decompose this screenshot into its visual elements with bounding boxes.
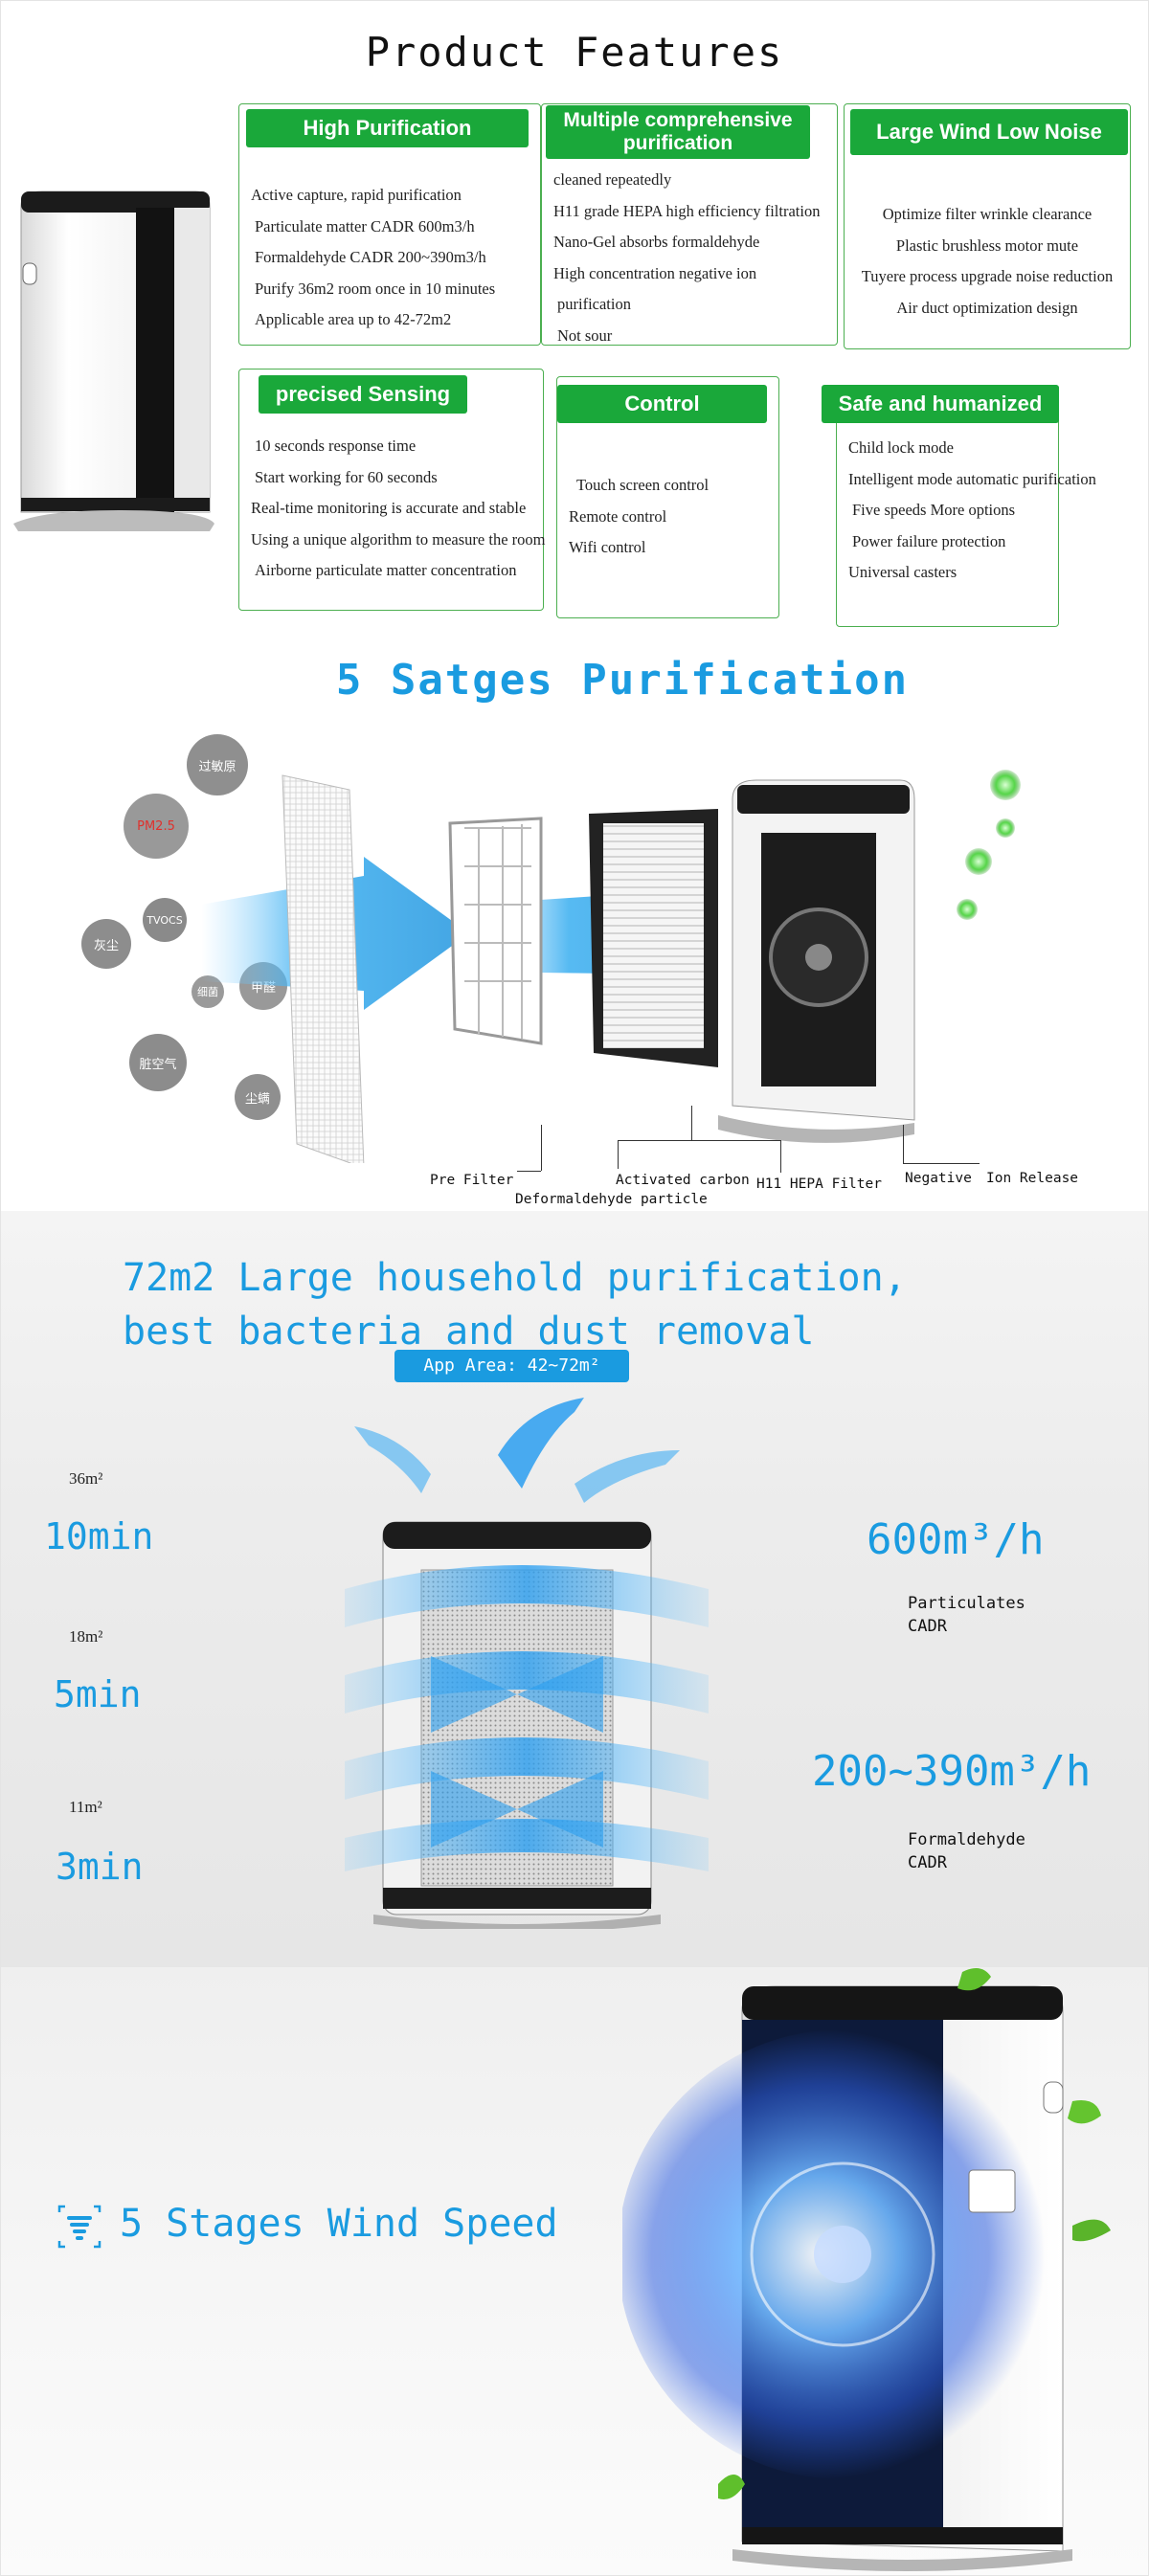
household-purification-section: 72m2 Large household purification, best …	[0, 1211, 1149, 1967]
feature-list-control: Touch screen control Remote control Wifi…	[569, 470, 709, 564]
purify-time: 3min	[56, 1846, 144, 1888]
pollutant-bubble: 过敏原	[187, 734, 248, 795]
label-hepa-filter: H11 HEPA Filter	[756, 1176, 882, 1192]
list-item: Nano-Gel absorbs formaldehyde	[553, 233, 760, 251]
list-item: Real-time monitoring is accurate and sta…	[251, 499, 527, 517]
list-item: Using a unique algorithm to measure the …	[251, 529, 546, 549]
wind-speed-section: 5 Stages Wind Speed	[0, 1967, 1149, 2576]
pollutant-bubble: 灰尘	[81, 919, 131, 969]
fan-icon	[622, 1968, 1111, 2571]
list-item: H11 grade HEPA high efficiency filtratio…	[553, 201, 821, 220]
list-item: Not sour	[557, 325, 613, 345]
room-size: 18m²	[69, 1627, 103, 1646]
pollutant-bubble: PM2.5	[124, 794, 189, 859]
purify-time: 10min	[44, 1515, 154, 1557]
feature-box-safe-humanized	[836, 385, 1059, 627]
purify-time: 5min	[54, 1673, 142, 1715]
cadr-particulates-label: Particulates CADR	[908, 1592, 1025, 1638]
headline-line-1: 72m2 Large household purification,	[123, 1256, 907, 1300]
app-area-badge: App Area: 42~72m²	[394, 1350, 629, 1382]
feature-heading-safe-humanized: Safe and humanized	[822, 385, 1059, 423]
cadr-label-line: Particulates	[908, 1594, 1025, 1613]
cadr-label-line: Formaldehyde	[908, 1830, 1025, 1849]
cadr-label-line: CADR	[908, 1853, 947, 1872]
list-item: cleaned repeatedly	[553, 170, 672, 189]
leader-line	[780, 1140, 781, 1173]
list-item: Universal casters	[848, 563, 958, 581]
leader-line	[618, 1140, 780, 1141]
list-item: Plastic brushless motor mute	[895, 235, 1079, 255]
feature-heading-large-wind: Large Wind Low Noise	[850, 109, 1128, 155]
feature-list-multiple-purification: cleaned repeatedly H11 grade HEPA high e…	[553, 165, 820, 351]
feature-list-safe-humanized: Child lock mode Intelligent mode automat…	[848, 433, 1096, 589]
wind-speed-icon	[57, 2205, 101, 2249]
stages-title: 5 Satges Purification	[335, 656, 910, 705]
feature-list-precised-sensing: 10 seconds response time Start working f…	[251, 431, 545, 587]
feature-heading-precised-sensing: precised Sensing	[259, 375, 467, 414]
features-title: Product Features	[365, 29, 784, 76]
label-deformaldehyde: Deformaldehyde particle	[515, 1192, 708, 1207]
leader-line	[517, 1171, 541, 1172]
leader-line	[541, 1125, 542, 1171]
room-size: 36m²	[69, 1469, 103, 1488]
leader-line	[903, 1125, 904, 1163]
cadr-formaldehyde: 200~390m³/h	[812, 1747, 1092, 1796]
wind-speed-title: 5 Stages Wind Speed	[120, 2202, 558, 2246]
air-purifier-icon	[13, 190, 214, 531]
purification-stages-section: 5 Satges Purification 过敏原 PM2.5 TVOCS 灰尘…	[0, 627, 1149, 1211]
list-item: Active capture, rapid purification	[251, 186, 462, 204]
list-item: Particulate matter CADR 600m3/h	[255, 216, 475, 235]
filter-icon	[201, 770, 1021, 1163]
list-item: purification	[557, 295, 631, 313]
list-item: Airborne particulate matter concentratio…	[255, 561, 517, 579]
list-item: Remote control	[569, 506, 667, 526]
product-features-section: Product Features High Purification Activ…	[0, 0, 1149, 627]
leader-line	[618, 1140, 619, 1169]
list-item: Applicable area up to 42-72m2	[255, 310, 452, 328]
leader-line	[691, 1106, 692, 1140]
list-item: High concentration negative ion	[553, 263, 757, 282]
list-item: Five speeds More options	[852, 501, 1016, 519]
feature-heading-control: Control	[557, 385, 767, 423]
feature-list-high-purification: Active capture, rapid purification Parti…	[251, 180, 495, 336]
pollutant-bubble: 脏空气	[129, 1034, 187, 1091]
feature-list-large-wind: Optimize filter wrinkle clearance Plasti…	[848, 199, 1126, 324]
leader-line	[903, 1163, 980, 1164]
list-item: Touch screen control	[576, 476, 710, 494]
list-item: Wifi control	[569, 538, 646, 556]
list-item: Formaldehyde CADR 200~390m3/h	[255, 248, 486, 266]
feature-heading-high-purification: High Purification	[246, 109, 529, 147]
list-item: Intelligent mode automatic purification	[848, 469, 1096, 488]
cadr-formaldehyde-label: Formaldehyde CADR	[908, 1828, 1025, 1874]
headline-line-2: best bacteria and dust removal	[123, 1310, 815, 1354]
label-ion-release: Ion Release	[986, 1171, 1079, 1186]
list-item: Purify 36m2 room once in 10 minutes	[255, 279, 496, 298]
pollutant-bubble: 尘螨	[235, 1074, 281, 1120]
label-pre-filter: Pre Filter	[430, 1173, 514, 1188]
pollutant-bubble: TVOCS	[143, 898, 187, 942]
household-headline: 72m2 Large household purification, best …	[123, 1251, 907, 1358]
list-item: 10 seconds response time	[255, 437, 417, 455]
list-item: Start working for 60 seconds	[255, 467, 438, 486]
air-purifier-icon	[345, 1398, 709, 1929]
list-item: Optimize filter wrinkle clearance	[882, 205, 1093, 223]
list-item: Power failure protection	[852, 531, 1006, 550]
cadr-label-line: CADR	[908, 1617, 947, 1636]
label-negative: Negative	[905, 1171, 972, 1186]
list-item: Air duct optimization design	[896, 298, 1078, 317]
feature-heading-multiple-purification: Multiple comprehensive purification	[546, 105, 810, 159]
cadr-particulates: 600m³/h	[867, 1515, 1045, 1564]
list-item: Tuyere process upgrade noise reduction	[861, 267, 1114, 285]
label-activated-carbon: Activated carbon	[616, 1173, 750, 1188]
room-size: 11m²	[69, 1798, 102, 1816]
list-item: Child lock mode	[848, 438, 954, 457]
